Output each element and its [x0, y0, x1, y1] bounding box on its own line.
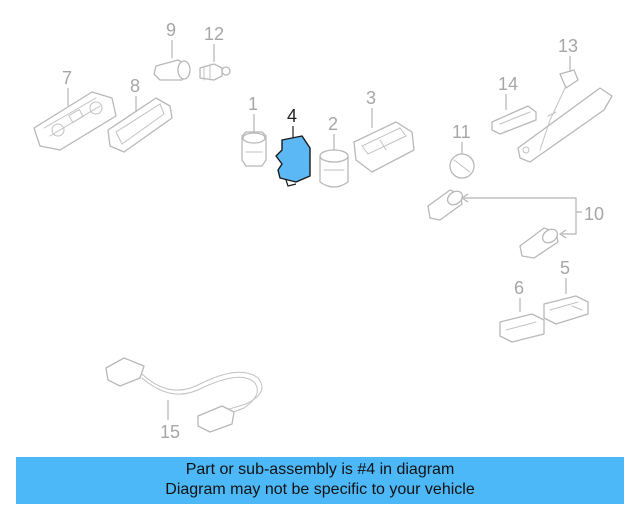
part-1-switch[interactable] — [241, 131, 267, 167]
callout-7: 7 — [62, 68, 72, 88]
part-11-knob[interactable] — [449, 153, 475, 179]
callout-2: 2 — [328, 114, 338, 134]
part-4-switch-highlighted[interactable] — [275, 135, 311, 187]
part-8-lamp[interactable] — [107, 97, 173, 153]
banner-line-disclaimer: Diagram may not be specific to your vehi… — [165, 481, 475, 498]
callout-12: 12 — [204, 24, 224, 44]
callout-6: 6 — [514, 278, 524, 298]
callout-1: 1 — [248, 94, 258, 114]
callout-9: 9 — [166, 20, 176, 40]
part-6-switch[interactable] — [499, 313, 545, 343]
callout-5: 5 — [560, 258, 570, 278]
callout-11: 11 — [452, 122, 471, 142]
callout-10: 10 — [584, 204, 604, 224]
banner-line-part: Part or sub-assembly is #4 in diagram — [185, 461, 455, 478]
part-15-wire-harness[interactable] — [105, 357, 263, 433]
callout-4: 4 — [287, 106, 297, 126]
part-2-knob[interactable] — [319, 149, 349, 188]
part-13-bracket[interactable] — [517, 69, 613, 163]
part-7-control-panel[interactable] — [33, 91, 117, 151]
part-5-switch[interactable] — [543, 295, 589, 325]
part-12-bulb[interactable] — [199, 63, 231, 81]
callout-8: 8 — [130, 76, 140, 96]
callout-15: 15 — [160, 422, 180, 442]
callout-14: 14 — [498, 74, 518, 94]
disclaimer-banner: Part or sub-assembly is #4 in diagram Di… — [16, 457, 624, 504]
part-10-socket-lower[interactable] — [519, 226, 560, 259]
callout-13: 13 — [558, 36, 578, 56]
part-14-clip[interactable] — [491, 105, 537, 135]
part-10-socket-upper[interactable] — [427, 188, 465, 221]
part-9-socket[interactable] — [153, 59, 191, 81]
part-3-switch-block[interactable] — [353, 121, 415, 173]
callout-3: 3 — [366, 88, 376, 108]
